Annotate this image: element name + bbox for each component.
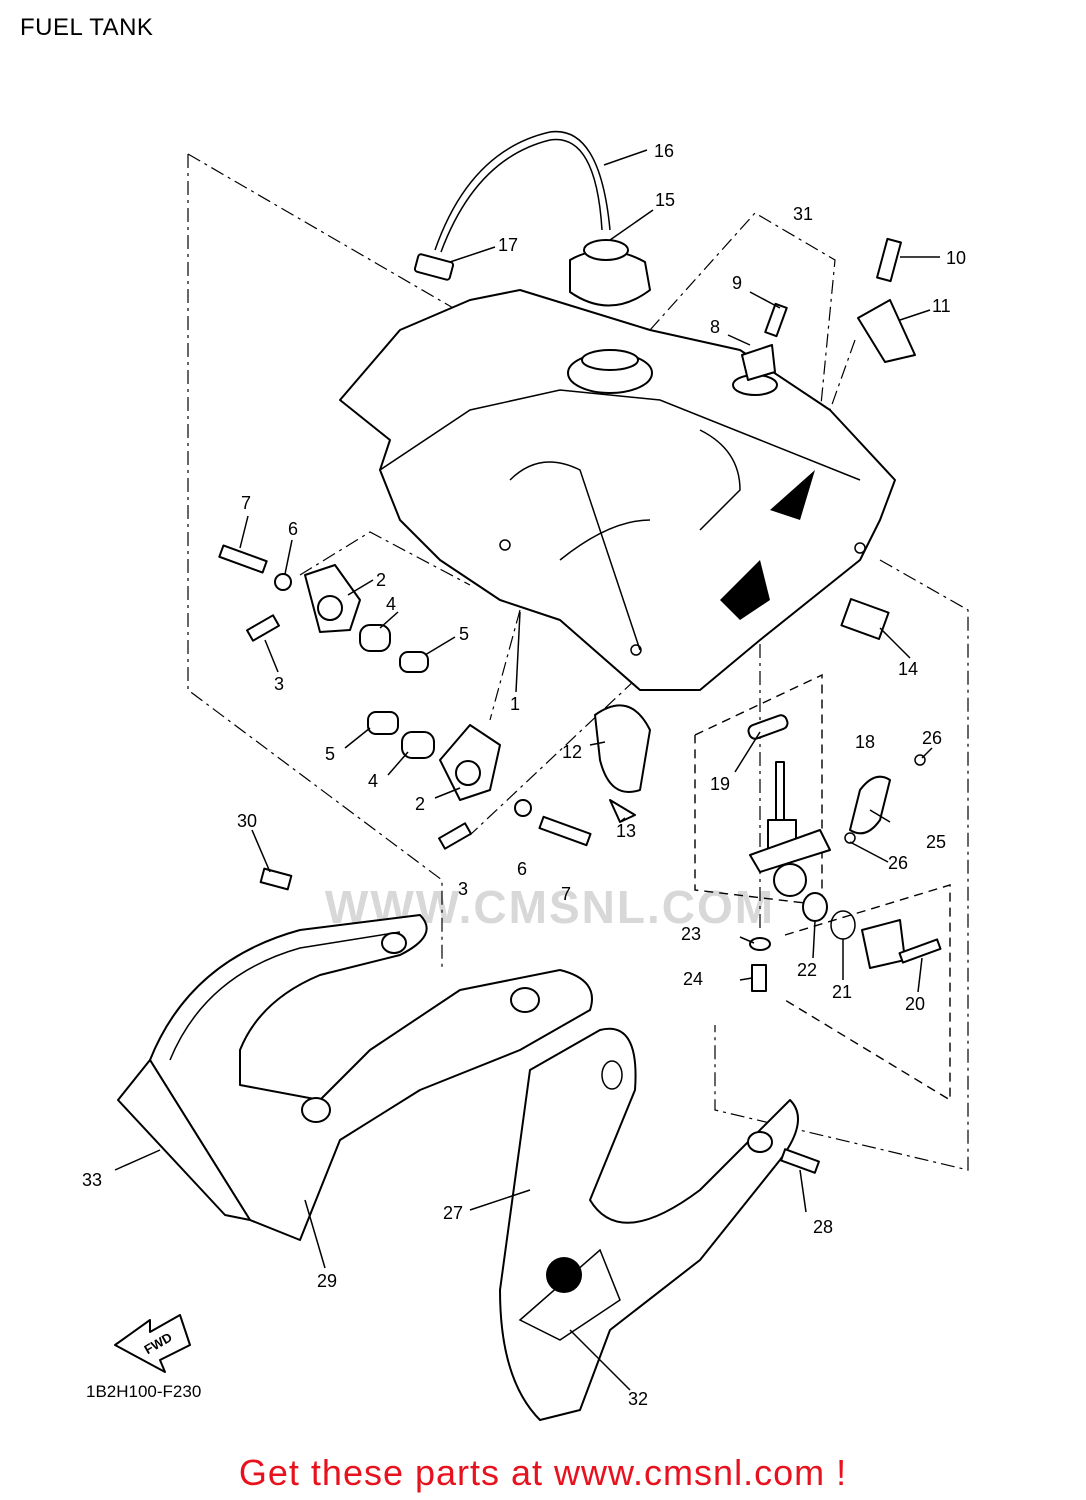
callout-23: 23 — [681, 924, 701, 944]
parts-link-banner[interactable]: Get these parts at www.cmsnl.com ! — [238, 1452, 848, 1493]
side-covers — [117, 914, 820, 1421]
callout-11: 11 — [932, 296, 951, 316]
callout-30: 30 — [237, 811, 257, 831]
callout-14: 14 — [898, 659, 918, 679]
callout-7b: 7 — [561, 884, 571, 904]
callout-5b: 5 — [325, 744, 335, 764]
callout-33: 33 — [82, 1170, 102, 1190]
fuel-cock-assembly — [747, 714, 942, 992]
callout-5a: 5 — [459, 624, 469, 644]
cap-and-breather — [413, 130, 651, 307]
fuel-tank — [339, 289, 896, 691]
callout-19: 19 — [710, 774, 730, 794]
fwd-arrow: FWD — [114, 1314, 191, 1373]
callout-18: 18 — [855, 732, 875, 752]
callout-26b: 26 — [888, 853, 908, 873]
callout-4b: 4 — [368, 771, 378, 791]
callout-10: 10 — [946, 248, 966, 268]
callout-31: 31 — [793, 204, 813, 224]
callout-13: 13 — [616, 821, 636, 841]
callout-21: 21 — [832, 982, 852, 1002]
callout-32: 32 — [628, 1389, 648, 1409]
drawing-code: 1B2H100-F230 — [86, 1382, 202, 1401]
callout-27: 27 — [443, 1203, 463, 1223]
callout-28: 28 — [813, 1217, 833, 1237]
callout-26a: 26 — [922, 728, 942, 748]
callout-6a: 6 — [288, 519, 298, 539]
callout-2b: 2 — [415, 794, 425, 814]
callout-15: 15 — [655, 190, 675, 210]
callout-22: 22 — [797, 960, 817, 980]
callout-9: 9 — [732, 273, 742, 293]
callout-17: 17 — [498, 235, 518, 255]
callout-6b: 6 — [517, 859, 527, 879]
callout-1: 1 — [510, 694, 520, 714]
callout-3b: 3 — [458, 879, 468, 899]
callout-20: 20 — [905, 994, 925, 1014]
callout-25: 25 — [926, 832, 946, 852]
callout-3a: 3 — [274, 674, 284, 694]
hardware — [218, 237, 916, 891]
callout-2a: 2 — [376, 570, 386, 590]
part-callouts: 1 2 2 3 3 4 4 5 5 6 6 7 7 8 9 10 11 12 1… — [82, 141, 966, 1409]
callout-12: 12 — [562, 742, 582, 762]
callout-8: 8 — [710, 317, 720, 337]
page-title: FUEL TANK — [20, 14, 154, 41]
callout-4a: 4 — [386, 594, 396, 614]
callout-29: 29 — [317, 1271, 337, 1291]
callout-16: 16 — [654, 141, 674, 161]
callout-7a: 7 — [241, 493, 251, 513]
callout-24: 24 — [683, 969, 703, 989]
leader-lines — [114, 149, 940, 1391]
